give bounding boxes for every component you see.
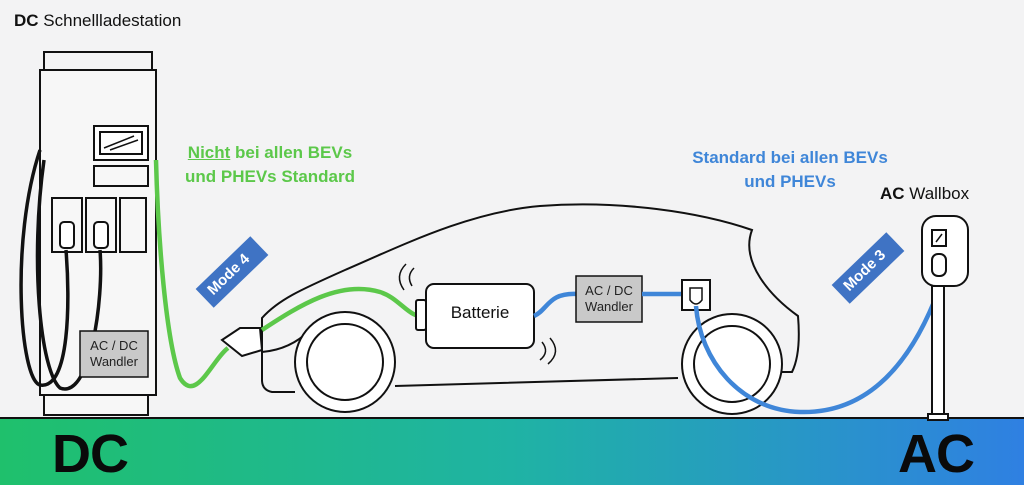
dc-cable (153, 159, 230, 389)
ac-note-line-2: und PHEVs (744, 172, 836, 191)
ac-wallbox (921, 215, 969, 421)
station-wandler-line-1: AC / DC (90, 338, 138, 353)
ac-wallbox-title: AC Wallbox (880, 184, 969, 204)
dc-station-title: DC Schnellladestation (14, 11, 181, 31)
dc-station-label: Schnellladestation (38, 11, 182, 30)
ground-dc-label: DC (52, 424, 129, 484)
dc-charging-station (19, 51, 157, 416)
battery-vibration-left (398, 263, 415, 291)
station-wandler-label: AC / DC Wandler (80, 338, 148, 370)
mode-3-badge (831, 232, 905, 304)
station-wandler-line-2: Wandler (90, 354, 138, 369)
ac-wallbox-strong: AC (880, 184, 905, 203)
ground-ac-label: AC (898, 424, 975, 484)
car-wandler-line-2: Wandler (585, 299, 633, 314)
station-wandler-box (79, 330, 149, 378)
ac-internal-cable-1 (532, 291, 579, 319)
ground-bar (0, 418, 1024, 485)
car-ac-plug (689, 287, 703, 305)
battery-vibration-right (539, 337, 557, 365)
ac-cable (693, 301, 937, 415)
battery-label: Batterie (450, 303, 510, 322)
dc-note-line-2: und PHEVs Standard (184, 167, 356, 186)
dc-internal-cable (260, 286, 427, 332)
ac-note: Standard bei allen BEVs und PHEVs (660, 146, 920, 194)
car-wandler-box (575, 275, 643, 323)
ac-note-line-1: Standard bei allen BEVs (692, 148, 888, 167)
dc-plug (220, 327, 264, 358)
ac-wallbox-label: Wallbox (904, 184, 970, 203)
car-outline (261, 203, 800, 415)
car-wandler-label: AC / DC Wandler (576, 283, 642, 315)
mode-4-badge (195, 236, 269, 308)
dc-note-line1-rest: bei allen BEVs (230, 143, 353, 162)
dc-station-strong: DC (14, 11, 39, 30)
battery-terminal (415, 299, 427, 331)
car-wandler-line-1: AC / DC (585, 283, 633, 298)
dc-note: Nicht bei allen BEVs und PHEVs Standard (150, 141, 390, 189)
dc-note-underlined: Nicht (187, 143, 231, 162)
dc-note-line-1: Nicht bei allen BEVs (150, 141, 390, 165)
